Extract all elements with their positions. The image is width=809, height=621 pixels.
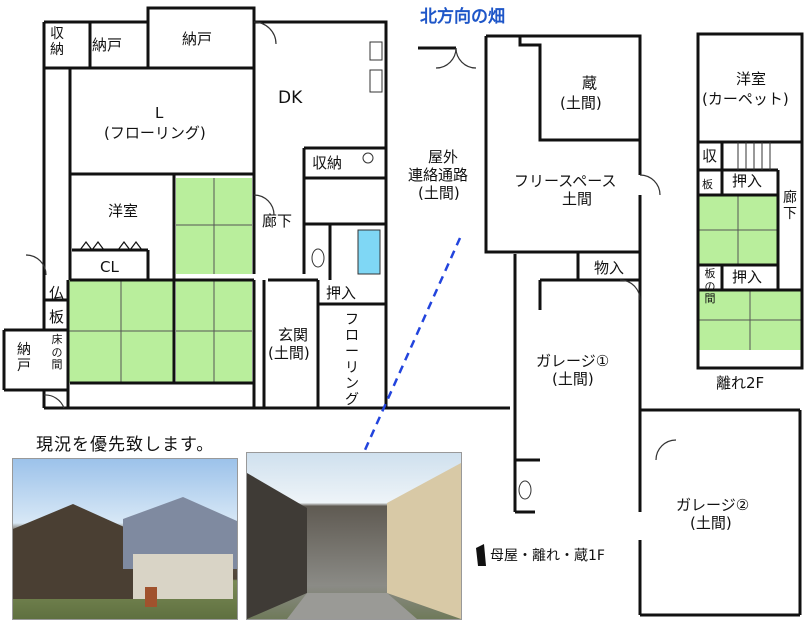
label-roka: 廊下	[262, 212, 293, 230]
label-genkan-sub: (土間)	[268, 344, 310, 362]
label-annex-ita: 板	[702, 178, 713, 191]
label-monoire: 物入	[594, 259, 625, 277]
view-direction-arrow	[354, 237, 462, 471]
kitchen-stove	[369, 41, 383, 61]
label-annex-floor: 離れ2F	[716, 374, 765, 392]
label-free-space: フリースペース	[514, 172, 617, 190]
label-garage-2: ガレージ②	[676, 496, 750, 514]
label-butsudan: 仏	[49, 284, 65, 302]
label-dk: DK	[278, 88, 303, 108]
label-annex-carpet: (カーペット)	[702, 90, 789, 108]
photo-house-sketch	[13, 497, 237, 607]
bathtub	[357, 229, 381, 275]
annex-walls	[696, 32, 804, 370]
label-kura: 蔵	[582, 74, 598, 92]
toilet-garage	[518, 480, 532, 500]
label-ita: 板	[49, 308, 65, 326]
main-house-walls	[2, 6, 510, 410]
tatami-lines	[68, 178, 802, 383]
label-oshiire: 押入	[326, 284, 357, 302]
label-shuno-top: 収納	[50, 26, 64, 59]
label-free-space-sub: 土間	[562, 190, 593, 208]
washbasin	[362, 152, 374, 164]
label-passage-1: 屋外	[428, 148, 459, 166]
priority-note: 現況を優先致します。	[36, 435, 215, 455]
label-garage-2-sub: (土間)	[690, 514, 732, 532]
label-nando-1: 納戸	[92, 36, 123, 54]
label-passage-3: (土間)	[418, 184, 460, 202]
label-annex-shu: 収	[702, 147, 718, 165]
label-annex-yoshitsu: 洋室	[736, 70, 767, 88]
stairs	[737, 142, 771, 170]
label-tokonoma: 床の間	[51, 333, 63, 372]
label-garage-1-sub: (土間)	[552, 370, 594, 388]
photo-house-exterior	[12, 458, 238, 620]
label-living: L	[155, 104, 164, 122]
label-closet: CL	[100, 258, 119, 276]
closet-zigzag-2	[117, 241, 143, 251]
toilet-main	[311, 248, 325, 268]
door-swings	[25, 21, 677, 461]
label-nando-2: 納戸	[182, 30, 213, 48]
label-annex-oshiire-2: 押入	[732, 268, 763, 286]
label-living-sub: (フローリング)	[104, 124, 206, 142]
photo-passage	[246, 452, 462, 620]
label-passage-2: 連絡通路	[408, 166, 469, 184]
label-yoshitsu: 洋室	[108, 202, 139, 220]
label-kura-sub: (土間)	[560, 94, 602, 112]
label-shuno-mid: 収納	[312, 154, 343, 172]
label-annex-itanoma: 板の間	[704, 267, 716, 306]
legend-note: 母屋・離れ・蔵1F	[490, 548, 605, 564]
label-annex-roka: 廊下	[783, 190, 797, 223]
label-flooring-vertical: フローリング	[345, 312, 359, 409]
label-annex-oshiire-1: 押入	[732, 172, 763, 190]
label-garage-1: ガレージ①	[536, 352, 610, 370]
plan-title: 北方向の畑	[420, 7, 505, 27]
outbuilding-walls	[418, 34, 802, 617]
photo-passage-sketch	[247, 463, 461, 619]
closet-zigzag	[79, 241, 105, 251]
kitchen-sink	[369, 69, 383, 93]
label-genkan: 玄関	[278, 326, 309, 344]
label-nando-left: 納戸	[17, 342, 31, 375]
north-marker	[476, 544, 486, 566]
